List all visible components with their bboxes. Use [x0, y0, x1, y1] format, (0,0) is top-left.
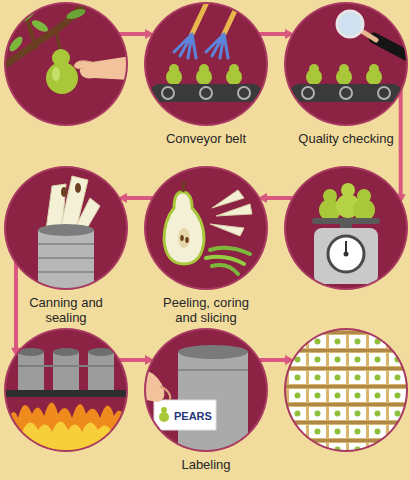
flow-arrow [118, 29, 154, 39]
step-circle: Quality checking [286, 4, 406, 124]
step-disc [286, 4, 406, 124]
step-caption: Canning and sealing [11, 295, 121, 325]
arrow-shaft [118, 32, 146, 36]
step-caption: Labeling [151, 457, 261, 472]
arrow-shaft [14, 261, 18, 349]
labeling-illustration [146, 330, 266, 450]
flow-arrow [118, 355, 154, 365]
arrow-shaft [399, 89, 403, 196]
step-circle [286, 168, 406, 288]
scale-illustration [286, 168, 406, 288]
step-disc [146, 330, 266, 450]
flow-arrow [258, 193, 294, 203]
caption-block: Quality checking [291, 131, 401, 146]
storage-illustration [286, 330, 406, 450]
washing-illustration [146, 4, 266, 124]
slicing-illustration [146, 168, 266, 288]
arrow-shaft [266, 196, 294, 200]
arrow-shaft [118, 358, 146, 362]
inspection-illustration [286, 4, 406, 124]
step-caption: Peeling, coring and slicing [151, 295, 261, 325]
arrow-shaft [258, 358, 286, 362]
step-caption: Quality checking [291, 131, 401, 146]
caption-block: Labeling [151, 457, 261, 472]
step-circle: Peeling, coring and slicing [146, 168, 266, 288]
step-disc [286, 330, 406, 450]
flow-arrow [396, 89, 406, 204]
step-disc [6, 330, 126, 450]
step-disc [146, 4, 266, 124]
step-circle [6, 330, 126, 450]
arrow-shaft [126, 196, 154, 200]
step-circle: LabelingPEARS [146, 330, 266, 450]
flow-arrow [258, 355, 294, 365]
step-disc [146, 168, 266, 288]
flow-arrow [118, 193, 154, 203]
caption-block: Peeling, coring and slicing [151, 295, 261, 325]
step-disc [6, 168, 126, 288]
sterilizing-illustration [6, 330, 126, 450]
arrow-shaft [258, 32, 286, 36]
step-caption: Conveyor belt [151, 131, 261, 146]
step-circle [6, 4, 126, 124]
step-disc [6, 4, 126, 124]
canning-illustration [6, 168, 126, 288]
can-label-text: PEARS [174, 410, 212, 422]
step-circle [286, 330, 406, 450]
flow-arrow [11, 261, 21, 357]
harvest-illustration [6, 4, 126, 124]
flow-arrow [258, 29, 294, 39]
step-circle: Conveyor belt [146, 4, 266, 124]
caption-block: Conveyor belt [151, 131, 261, 146]
step-circle: Canning and sealing [6, 168, 126, 288]
step-disc [286, 168, 406, 288]
caption-block: Canning and sealing [11, 295, 121, 325]
